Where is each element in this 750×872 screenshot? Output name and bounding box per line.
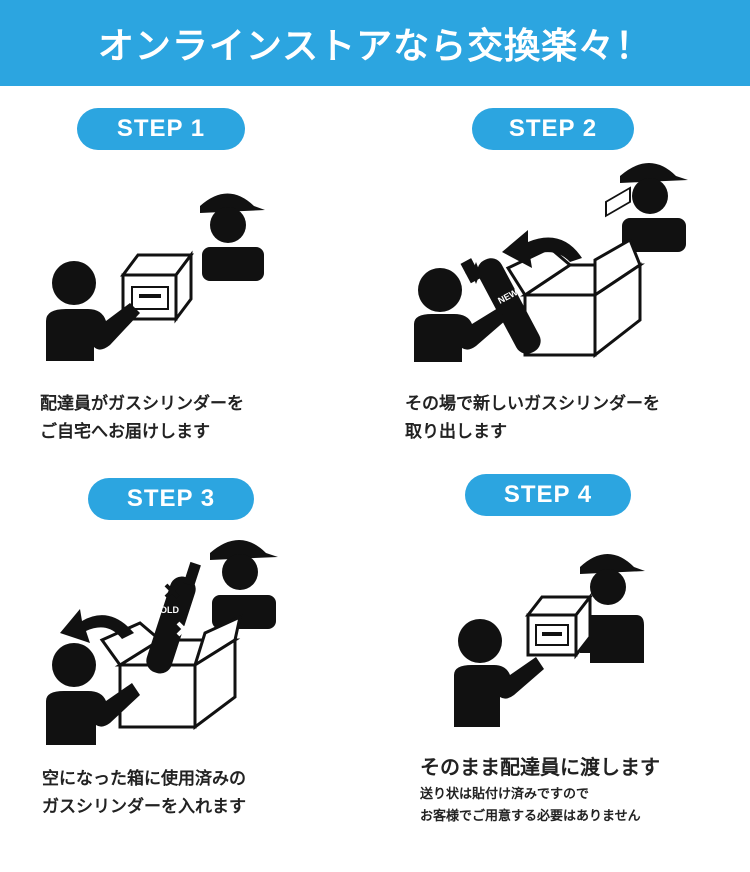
delivery-person-icon: [580, 554, 645, 663]
gas-cylinder-icon: OLD: [146, 561, 201, 674]
step-4-caption: そのまま配達員に渡します: [420, 752, 660, 782]
box-icon: [524, 592, 594, 660]
step-1-badge: STEP 1: [77, 108, 245, 150]
step-4-label: STEP 4: [503, 481, 593, 508]
step-2-badge: STEP 2: [472, 108, 634, 150]
step-3-caption: 空になった箱に使用済みの ガスシリンダーを入れます: [42, 765, 246, 821]
cross-mark-icon: [164, 583, 192, 637]
step-4-notes: 送り状は貼付け済みですので お客様でご用意する必要はありません: [420, 784, 641, 828]
caption-line: そのまま配達員に渡します: [420, 755, 660, 779]
note-line: お客様でご用意する必要はありません: [420, 809, 641, 824]
person-icon: [414, 268, 506, 362]
step-4-badge: STEP 4: [465, 474, 631, 516]
step-2-label: STEP 2: [508, 115, 598, 142]
arrow-icon: [502, 230, 582, 268]
step-2-illustration: NEW: [414, 163, 688, 362]
caption-line: その場で新しいガスシリンダーを: [405, 394, 660, 414]
delivery-person-icon: [620, 163, 688, 252]
gas-cylinder-icon: NEW: [460, 258, 541, 354]
delivery-person-icon: [200, 193, 265, 281]
caption-line: ガスシリンダーを入れます: [42, 797, 246, 817]
step-1-illustration: [46, 193, 265, 361]
caption-line: 配達員がガスシリンダーを: [40, 394, 244, 414]
bottle-tag-old: OLD: [160, 605, 179, 615]
banner-title: オンラインストアなら交換楽々！: [97, 26, 653, 67]
caption-line: ご自宅へお届けします: [40, 422, 210, 442]
step-3-badge: STEP 3: [88, 478, 254, 520]
arrow-icon: [60, 609, 134, 643]
note-line: 送り状は貼付け済みですので: [420, 787, 590, 802]
person-icon: [46, 261, 140, 361]
delivery-person-icon: [210, 540, 278, 629]
person-icon: [46, 643, 140, 745]
step-3-label: STEP 3: [126, 485, 216, 512]
step-2-caption: その場で新しいガスシリンダーを 取り出します: [405, 390, 660, 446]
caption-line: 取り出します: [405, 422, 507, 442]
step-4-illustration: [454, 554, 645, 727]
page-banner: オンラインストアなら交換楽々！: [0, 0, 750, 86]
step-3-illustration: OLD: [46, 540, 278, 745]
step-1-caption: 配達員がガスシリンダーを ご自宅へお届けします: [40, 390, 244, 446]
step-1-label: STEP 1: [116, 115, 206, 142]
person-icon: [454, 619, 544, 727]
caption-line: 空になった箱に使用済みの: [42, 769, 246, 789]
